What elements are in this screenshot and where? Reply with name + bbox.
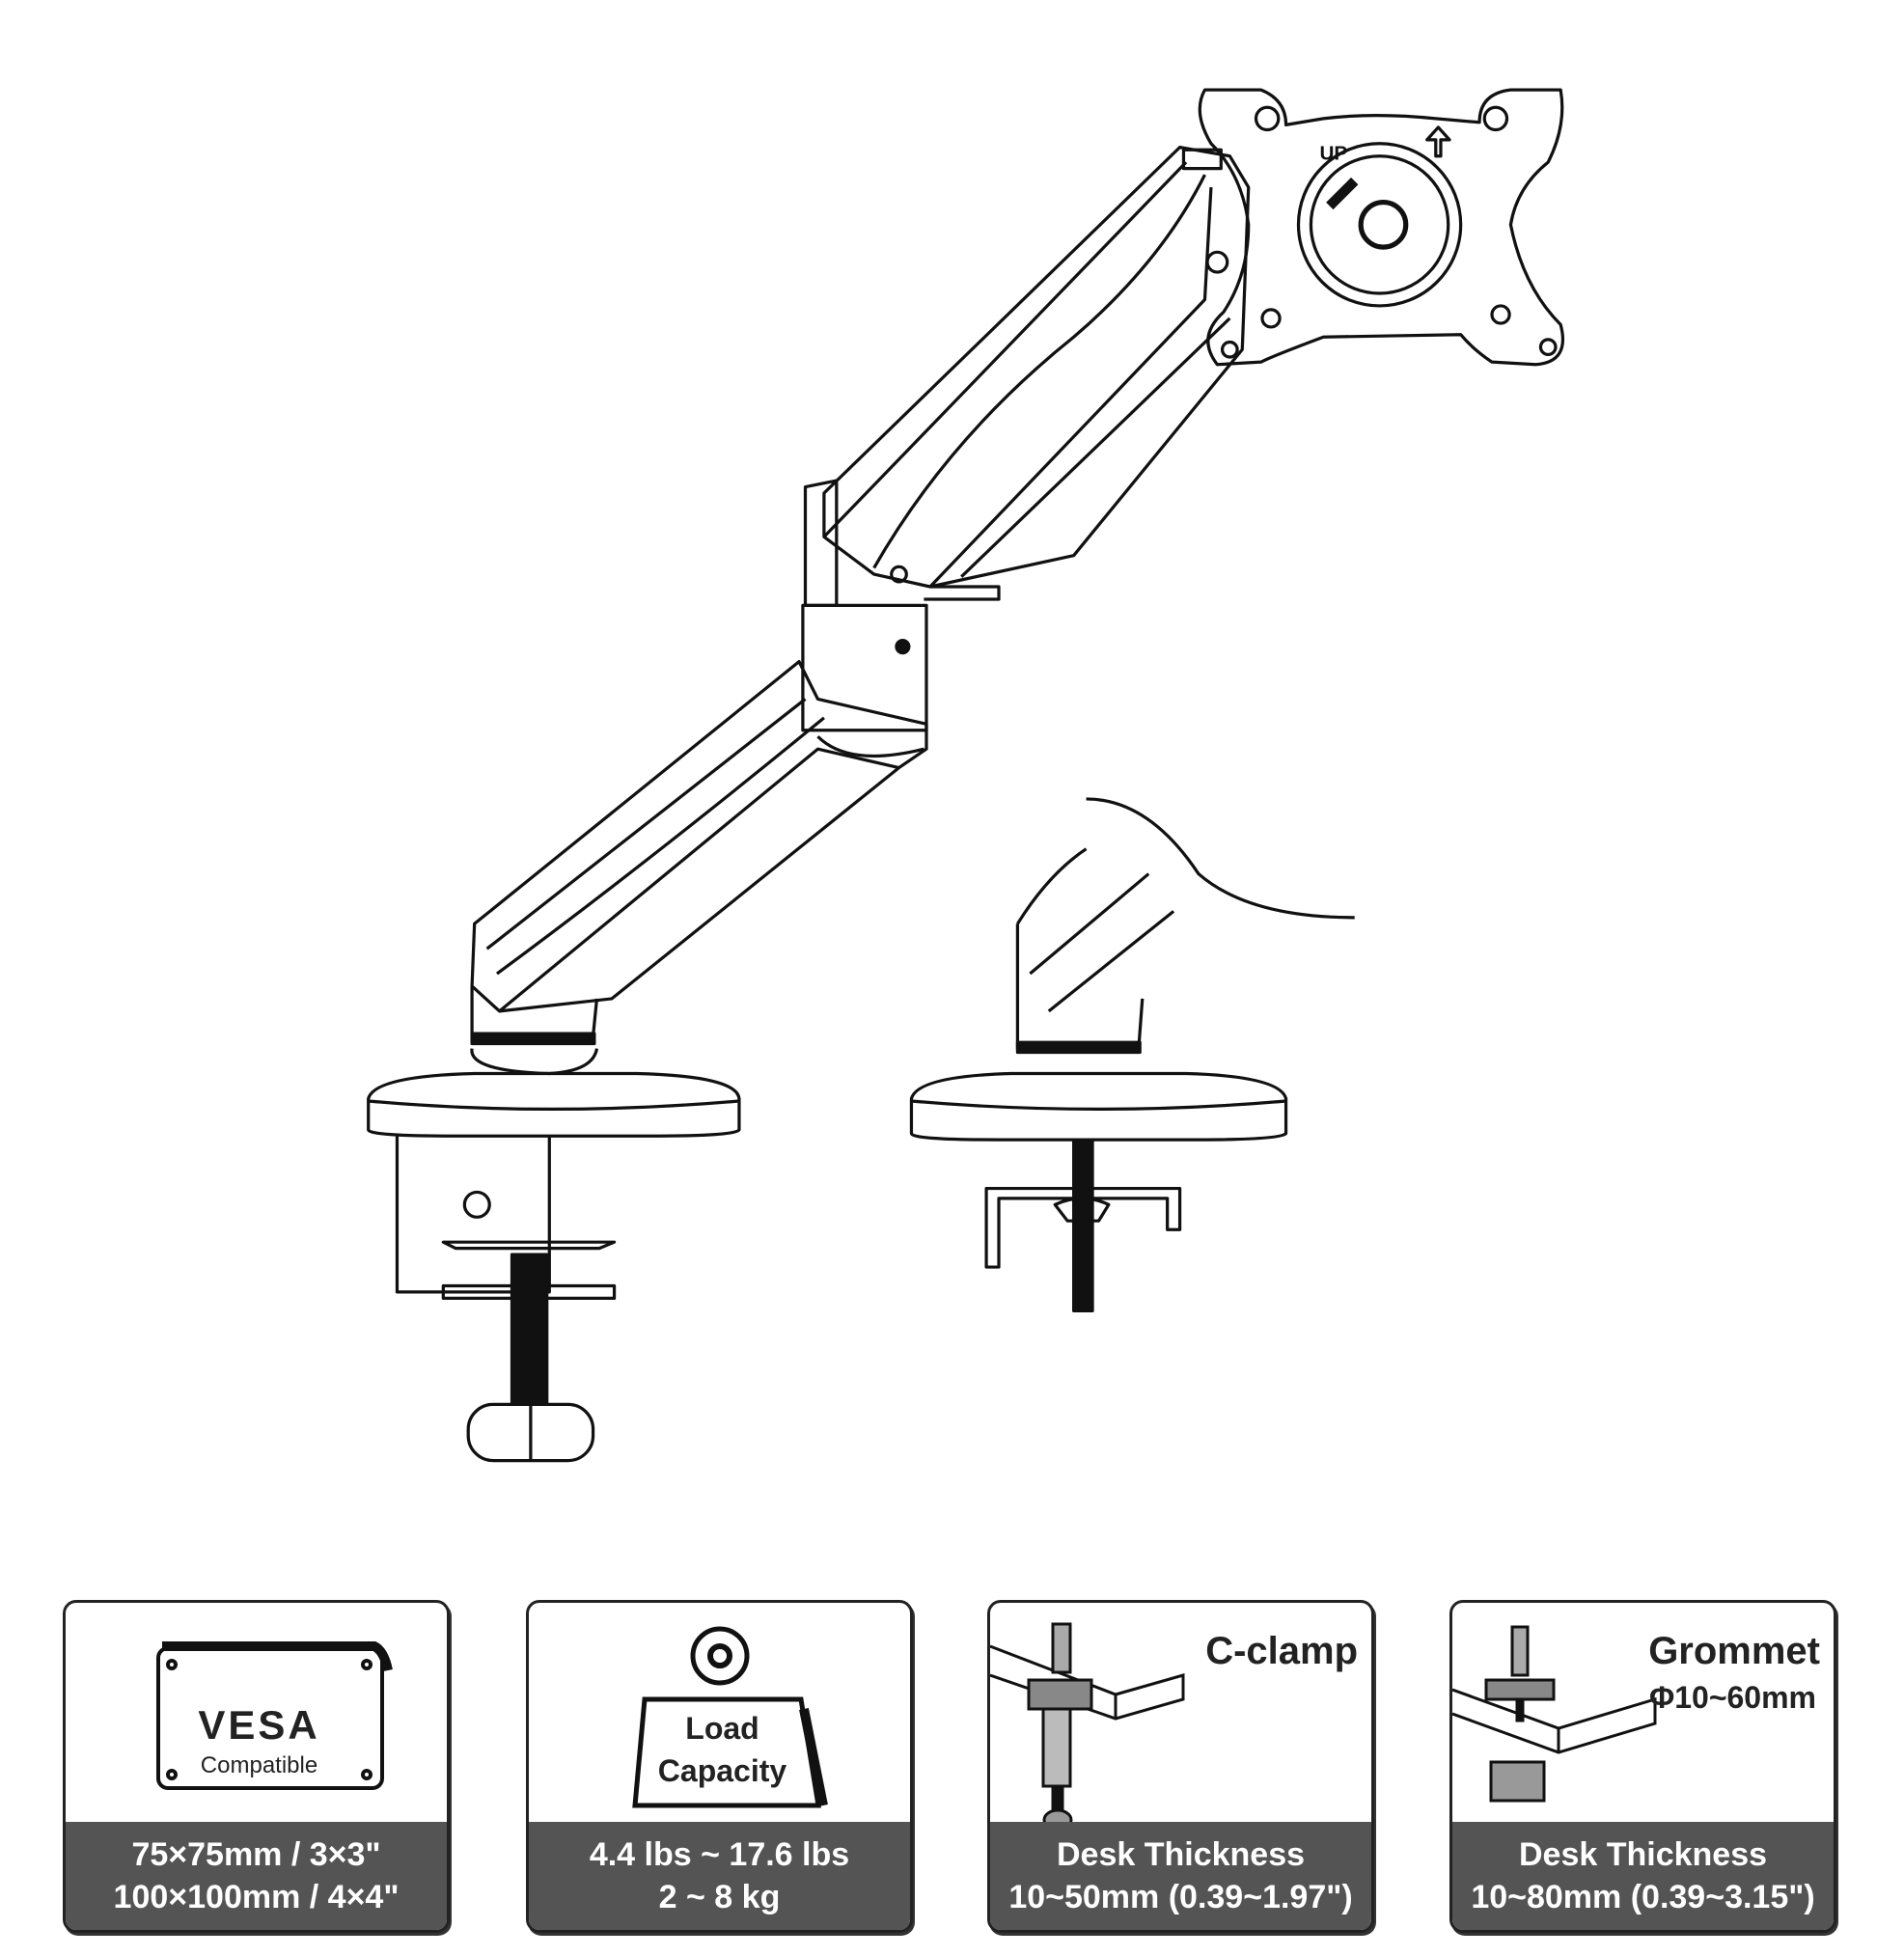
- load-spec-kg: 2 ~ 8 kg: [658, 1879, 781, 1915]
- vesa-spec-line1: 75×75mm / 3×3": [131, 1836, 381, 1873]
- vesa-icon: [156, 1641, 393, 1790]
- load-capacity-card: Load Capacity 4.4 lbs ~ 17.6 lbs 2 ~ 8 k…: [526, 1600, 913, 1933]
- grommet-spec-title: Desk Thickness: [1518, 1836, 1768, 1873]
- grommet-card: Grommet Φ10~60mm Desk Thickness 10~80mm …: [1449, 1600, 1836, 1933]
- c-clamp-heading: C-clamp: [1205, 1630, 1358, 1672]
- grommet-spec-range: 10~80mm (0.39~3.15"): [1471, 1879, 1815, 1915]
- upper-arm: [822, 146, 1251, 601]
- vesa-subtitle: Compatible: [200, 1752, 318, 1778]
- vesa-spec-line2: 100×100mm / 4×4": [113, 1879, 400, 1915]
- vesa-spec: 75×75mm / 3×3" 100×100mm / 4×4": [66, 1822, 447, 1930]
- vesa-title: VESA: [198, 1702, 320, 1748]
- grommet-base: [909, 797, 1355, 1312]
- arm-joint: [801, 479, 928, 758]
- load-spec-lbs: 4.4 lbs ~ 17.6 lbs: [589, 1836, 850, 1873]
- capacity-label: Capacity: [657, 1753, 787, 1788]
- cclamp-base: [367, 985, 741, 1463]
- lower-arm: [470, 660, 928, 1013]
- vesa-card: VESA Compatible 75×75mm / 3×3" 100×100mm…: [63, 1600, 450, 1933]
- grommet-heading: Grommet: [1648, 1630, 1820, 1672]
- c-clamp-spec-range: 10~50mm (0.39~1.97"): [1008, 1879, 1353, 1915]
- grommet-hole-size: Φ10~60mm: [1648, 1680, 1816, 1715]
- load-label: Load: [685, 1711, 759, 1746]
- load-capacity-label: Load Capacity: [529, 1707, 910, 1792]
- c-clamp-icon: [990, 1622, 1185, 1830]
- weight-icon: [632, 1626, 828, 1808]
- grommet-spec: Desk Thickness 10~80mm (0.39~3.15"): [1452, 1822, 1834, 1930]
- plate-up-label: UP: [1319, 143, 1347, 165]
- grommet-icon: [1452, 1625, 1657, 1803]
- c-clamp-spec-title: Desk Thickness: [1056, 1836, 1306, 1873]
- c-clamp-card: C-clamp Desk Thickness 10~50mm (0.39~1.9…: [987, 1600, 1374, 1933]
- vesa-plate: [1198, 88, 1565, 367]
- load-spec: 4.4 lbs ~ 17.6 lbs 2 ~ 8 kg: [529, 1822, 910, 1930]
- monitor-arm-illustration: UP: [367, 88, 1565, 1463]
- c-clamp-spec: Desk Thickness 10~50mm (0.39~1.97"): [990, 1822, 1371, 1930]
